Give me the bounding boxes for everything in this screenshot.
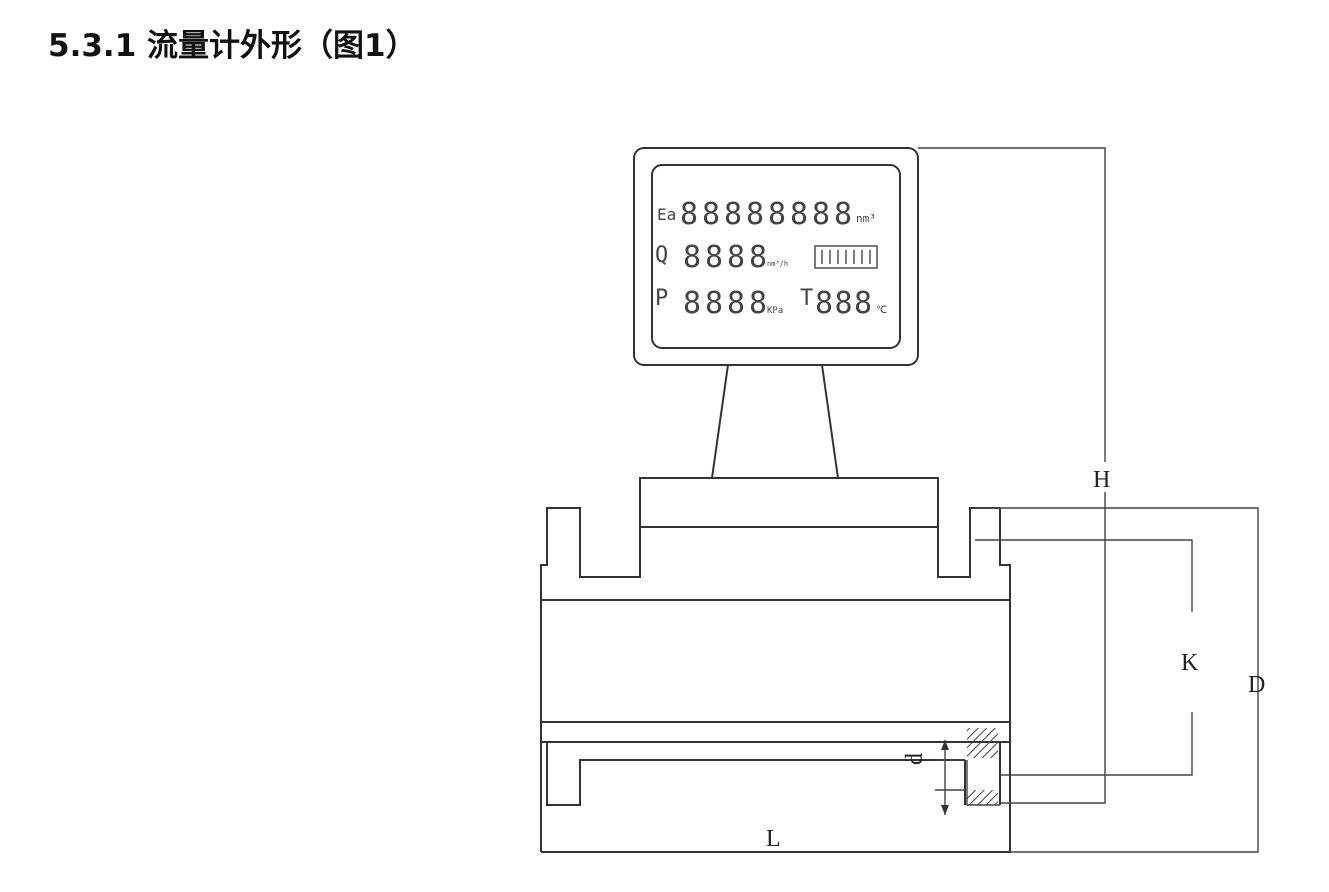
dim-label-d-outer: D xyxy=(1248,672,1265,698)
lcd-row3-unit2: ℃ xyxy=(876,305,887,316)
lcd-row3-unit: KPa xyxy=(767,306,783,316)
lcd-row1-digits: 88888888 xyxy=(680,197,852,232)
lcd-row2-label: Q xyxy=(655,243,668,268)
battery-icon xyxy=(814,245,878,269)
lcd-row2-digits: 8888 xyxy=(683,240,767,275)
dim-label-k: K xyxy=(1181,650,1199,676)
lcd-row3-label: P xyxy=(655,286,668,311)
display-head: Ea 88888888 nm³ Q 8888 nm³/h P 8888 KPa … xyxy=(633,147,919,366)
lcd-row1-unit: nm³ xyxy=(856,212,876,225)
lcd-row3-digits: 8888 xyxy=(683,286,767,321)
dim-label-h: H xyxy=(1093,467,1110,493)
dim-label-d-bolt: d xyxy=(902,753,928,765)
lcd-row1-label: Ea xyxy=(657,205,676,224)
lcd-row3-label2: T xyxy=(800,286,813,311)
lcd-row3-digits2: 888 xyxy=(815,286,872,321)
lcd-row2-unit: nm³/h xyxy=(767,260,788,268)
meter-body xyxy=(540,364,1011,853)
section-heading: 5.3.1 流量计外形（图1） xyxy=(48,28,417,64)
dim-label-l: L xyxy=(766,826,781,852)
dimension-lines: H K D L d xyxy=(766,147,1265,853)
